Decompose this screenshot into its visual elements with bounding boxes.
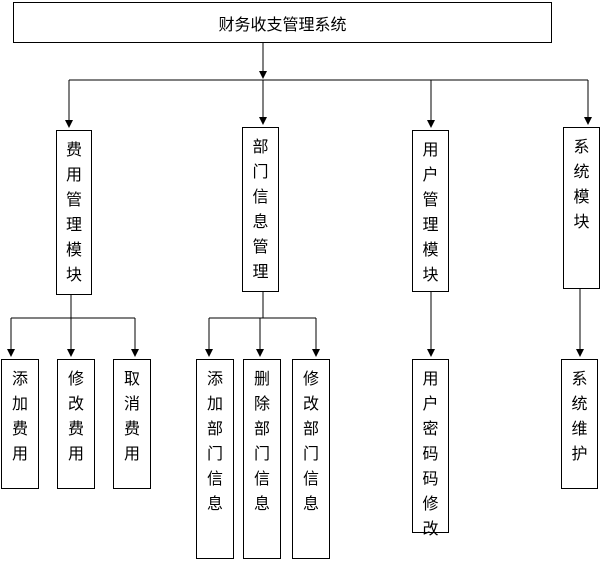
node-label-char: 用 [67, 444, 84, 463]
node-label-char: 密 [422, 419, 439, 438]
node-label-char: 改 [422, 519, 439, 538]
leaf-node-4-1: 系统维护 [561, 359, 598, 489]
node-label-char: 部 [302, 419, 319, 438]
leaf-node-1-2: 修改费用 [57, 359, 95, 489]
node-label-char: 信 [253, 469, 270, 488]
node-label-char: 费 [11, 419, 28, 438]
node-label-char: 门 [252, 162, 269, 181]
node-label-char: 信 [302, 469, 319, 488]
node-label-char: 管 [422, 190, 439, 209]
node-label-char: 模 [573, 187, 590, 206]
node-label-char: 改 [302, 394, 319, 413]
root-label: 财务收支管理系统 [218, 14, 347, 34]
node-label-char: 户 [422, 165, 439, 184]
module-node-4: 系统模块 [563, 127, 600, 289]
node-label-char: 信 [206, 469, 223, 488]
node-label-char: 加 [206, 394, 223, 413]
node-label-char: 管 [252, 237, 269, 256]
node-label-char: 删 [253, 369, 270, 388]
root-node: 财务收支管理系统 [13, 2, 552, 43]
node-label-char: 修 [422, 494, 439, 513]
leaf-node-2-2: 删除部门信息 [243, 359, 281, 559]
leaf-node-1-3: 取消费用 [113, 359, 151, 489]
node-label-char: 除 [253, 394, 270, 413]
node-label-char: 添 [206, 369, 223, 388]
node-label-char: 系 [573, 137, 590, 156]
node-label-char: 理 [422, 215, 439, 234]
node-label-char: 费 [123, 419, 140, 438]
node-label-char: 管 [65, 190, 82, 209]
node-label-char: 门 [253, 444, 270, 463]
node-label-char: 理 [65, 215, 82, 234]
node-label-char: 块 [422, 265, 439, 284]
node-label-char: 门 [302, 444, 319, 463]
leaf-node-1-1: 添加费用 [1, 359, 39, 489]
node-label-char: 块 [65, 265, 82, 284]
node-label-char: 息 [252, 212, 269, 231]
node-label-char: 码 [422, 469, 439, 488]
leaf-node-2-1: 添加部门信息 [196, 359, 234, 559]
node-label-char: 费 [67, 419, 84, 438]
node-label-char: 息 [302, 494, 319, 513]
node-label-char: 用 [422, 140, 439, 159]
node-label-char: 改 [67, 394, 84, 413]
module-node-1: 费用管理模块 [56, 130, 92, 295]
leaf-node-3-1: 用户密码码修改 [412, 359, 449, 538]
node-label-char: 取 [123, 369, 140, 388]
node-label-char: 块 [573, 212, 590, 231]
node-label-char: 统 [571, 394, 588, 413]
node-label-char: 息 [253, 494, 270, 513]
node-label-char: 部 [252, 137, 269, 156]
node-label-char: 修 [67, 369, 84, 388]
node-label-char: 码 [422, 444, 439, 463]
node-label-char: 信 [252, 187, 269, 206]
node-label-char: 模 [422, 240, 439, 259]
node-label-char: 部 [206, 419, 223, 438]
node-label-char: 用 [123, 444, 140, 463]
node-label-char: 门 [206, 444, 223, 463]
node-label-char: 模 [65, 240, 82, 259]
node-label-char: 费 [65, 140, 82, 159]
node-label-char: 理 [252, 262, 269, 281]
node-label-char: 修 [302, 369, 319, 388]
node-label-char: 护 [571, 444, 588, 463]
leaf-node-2-3: 修改部门信息 [292, 359, 330, 559]
node-label-char: 息 [206, 494, 223, 513]
node-label-char: 用 [11, 444, 28, 463]
module-node-2: 部门信息管理 [242, 127, 279, 292]
node-label-char: 户 [422, 394, 439, 413]
node-label-char: 系 [571, 369, 588, 388]
module-node-3: 用户管理模块 [412, 130, 449, 292]
node-label-char: 部 [253, 419, 270, 438]
node-label-char: 维 [571, 419, 588, 438]
node-label-char: 添 [11, 369, 28, 388]
node-label-char: 统 [573, 162, 590, 181]
node-label-char: 用 [422, 369, 439, 388]
node-label-char: 用 [65, 165, 82, 184]
node-label-char: 加 [11, 394, 28, 413]
node-label-char: 消 [123, 394, 140, 413]
